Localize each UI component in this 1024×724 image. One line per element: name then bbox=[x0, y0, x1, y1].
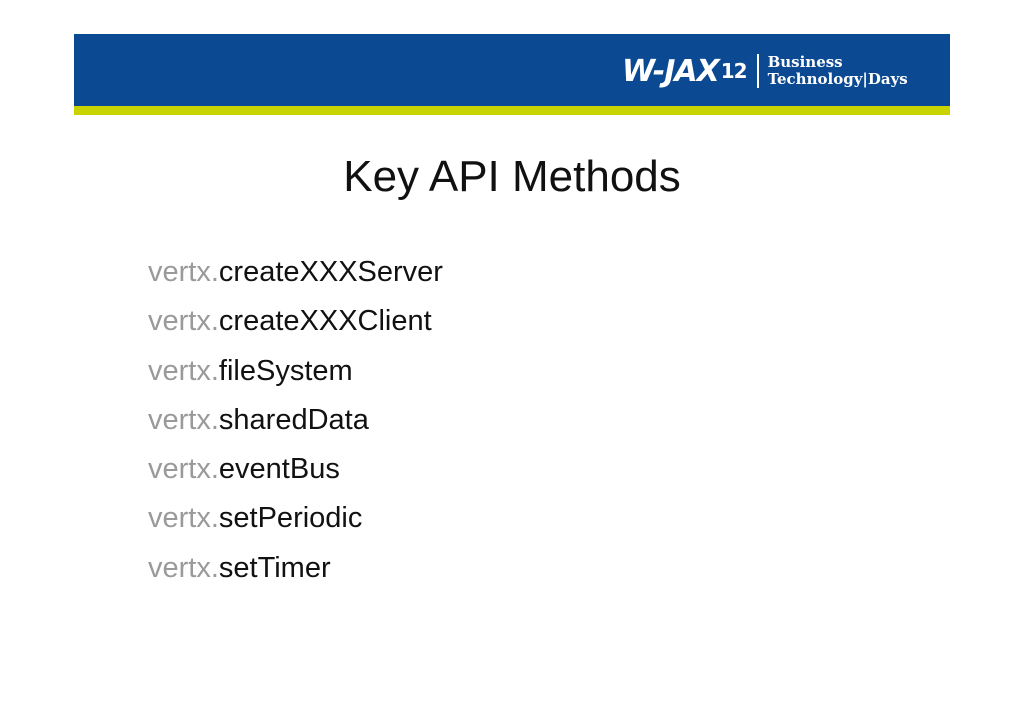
wjax-logo-mark: W-JAX 12 bbox=[622, 53, 748, 89]
logo-year: 12 bbox=[720, 59, 748, 83]
header-stripe bbox=[74, 106, 950, 115]
method-prefix: vertx. bbox=[148, 502, 219, 535]
logo-line-2: Technology|Days bbox=[767, 70, 908, 88]
header-banner bbox=[74, 34, 950, 106]
slide-title: Key API Methods bbox=[343, 152, 681, 201]
method-prefix: vertx. bbox=[148, 403, 219, 436]
method-name: createXXXClient bbox=[218, 305, 432, 338]
method-item: vertx.createXXXServer bbox=[148, 252, 443, 301]
method-item: vertx.setPeriodic bbox=[148, 498, 443, 547]
logo-brand: W-JAX bbox=[622, 53, 720, 89]
method-item: vertx.createXXXClient bbox=[148, 301, 443, 350]
method-prefix: vertx. bbox=[148, 453, 219, 486]
method-item: vertx.setTimer bbox=[148, 548, 443, 597]
method-name: setTimer bbox=[218, 551, 331, 584]
method-prefix: vertx. bbox=[148, 551, 219, 584]
method-prefix: vertx. bbox=[148, 354, 219, 387]
method-name: setPeriodic bbox=[218, 502, 363, 535]
method-item: vertx.eventBus bbox=[148, 449, 443, 498]
logo-line-1: Business bbox=[767, 53, 843, 71]
logo-tagline: Business Technology|Days bbox=[768, 54, 908, 88]
method-name: sharedData bbox=[218, 403, 369, 436]
method-prefix: vertx. bbox=[148, 256, 219, 288]
method-item: vertx.fileSystem bbox=[148, 351, 443, 400]
method-name: fileSystem bbox=[218, 354, 353, 387]
method-name: eventBus bbox=[218, 453, 340, 486]
logo-divider bbox=[756, 54, 759, 88]
method-item: vertx.sharedData bbox=[148, 400, 443, 449]
method-name: createXXXServer bbox=[218, 256, 443, 288]
method-prefix: vertx. bbox=[148, 305, 219, 338]
wjax-logo: W-JAX 12 Business Technology|Days bbox=[622, 46, 908, 96]
method-list: vertx.createXXXServer vertx.createXXXCli… bbox=[148, 252, 443, 597]
